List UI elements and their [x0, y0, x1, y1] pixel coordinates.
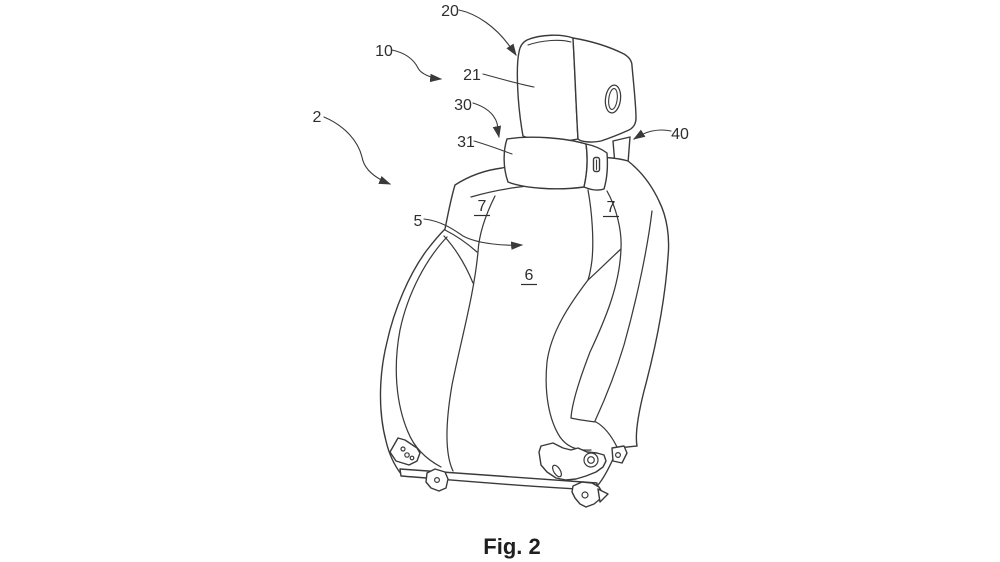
bracket-hole: [614, 452, 621, 459]
ref-label-30: 30: [454, 97, 472, 114]
leader-30: [472, 102, 502, 139]
neck-pillow: [503, 136, 609, 191]
leader-2: [323, 116, 392, 185]
seam-center-right: [587, 189, 594, 281]
ref-label-21: 21: [463, 67, 481, 84]
seam-left-band-lower: [443, 235, 474, 284]
bracket-hole: [434, 477, 441, 484]
neck-pillow-front: [503, 136, 588, 190]
leader-20: [458, 9, 517, 57]
right-bolster-sweep: [545, 279, 592, 451]
bracket-hole: [400, 446, 406, 452]
leader-21: [482, 73, 535, 88]
seat-back: [379, 156, 670, 486]
headrest-front-face: [516, 34, 579, 142]
bracket-hole: [581, 491, 589, 499]
ref-label-20: 20: [441, 3, 459, 20]
leader-10: [391, 49, 443, 83]
seat-undercarriage: [389, 437, 628, 508]
ref-label-5: 5: [414, 213, 423, 230]
seam-right-hook: [587, 248, 622, 281]
ref-label-7-left: 7: [478, 198, 487, 215]
headrest-crown-seam: [527, 39, 572, 46]
ref-label-6: 6: [525, 267, 534, 284]
figure-caption: Fig. 2: [483, 534, 540, 559]
right-bolster-bottom-edge: [570, 417, 618, 448]
bracket-right-wedge: [597, 488, 609, 503]
leader-40: [632, 129, 672, 140]
ref-label-31: 31: [457, 134, 475, 151]
headrest: [516, 34, 637, 143]
leader-5: [423, 218, 524, 250]
ref-label-40: 40: [671, 126, 689, 143]
seam-center-left: [446, 195, 496, 472]
seat-back-silhouette: [379, 156, 670, 486]
reference-numerals: 20 10 21 30 31 2 40 5 7 7 6: [313, 3, 689, 286]
ref-label-7-right: 7: [607, 199, 616, 216]
bracket-hole: [409, 455, 415, 461]
right-bolster-outer-fold: [594, 210, 653, 422]
headrest-guide-opening: [604, 84, 622, 114]
headrest-guide-opening-inner: [608, 88, 618, 110]
leader-31: [473, 140, 513, 155]
leader-lines: [323, 9, 672, 250]
bracket-hole: [587, 456, 595, 464]
seam-left-band-upper: [444, 229, 478, 253]
headrest-side-panel: [572, 37, 637, 143]
ref-label-10: 10: [375, 43, 393, 60]
bracket-hole: [404, 452, 410, 458]
right-bolster-inner-edge: [570, 190, 622, 419]
ref-label-2: 2: [313, 109, 322, 126]
bracket-slot: [552, 464, 562, 478]
